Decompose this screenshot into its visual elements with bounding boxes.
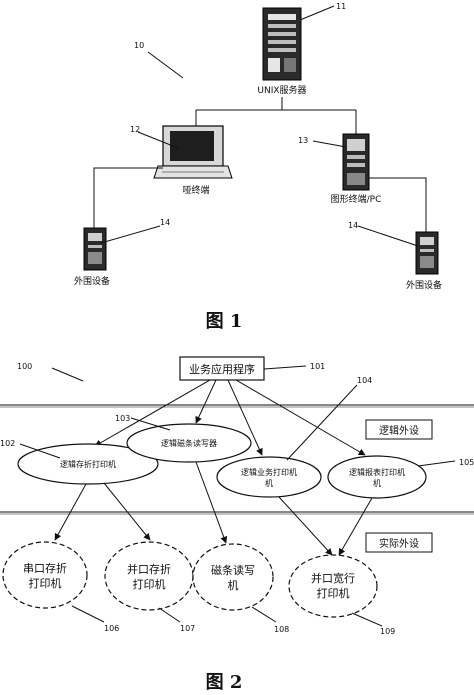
- ref-108-leader: [251, 606, 277, 623]
- business-app-leader: [263, 365, 307, 370]
- peripheral-left-leader: [100, 225, 161, 244]
- fig2-system-leader: [51, 367, 84, 382]
- magstripe-reader: [192, 543, 274, 611]
- ref-107-leader: [158, 607, 181, 623]
- ref-105: 105: [459, 458, 474, 467]
- arrow-logical-to-serial-passbook: [54, 483, 87, 541]
- server-ref: 11: [336, 2, 346, 11]
- pc-tower-icon: [342, 133, 370, 191]
- logical-band-label: 逻辑外设: [379, 424, 419, 437]
- server-icon: [262, 7, 302, 81]
- logical-passbook-printer-label: 逻辑存折打印机: [60, 459, 116, 469]
- pc-peripheral-line: [369, 177, 427, 232]
- server-leader: [299, 5, 335, 21]
- ref-109-leader: [351, 612, 383, 627]
- parallel-wide-printer-line1: 并口宽行: [311, 571, 355, 585]
- ref-104-leader: [286, 384, 358, 461]
- peripheral-right-ref: 14: [348, 221, 358, 230]
- logical-magstripe-reader-label: 逻辑磁条读写器: [161, 438, 217, 448]
- logical-report-printer-label-2: 机: [373, 478, 381, 488]
- pc-label: 图形终端/PC: [331, 193, 382, 205]
- peripheral-left-icon: [83, 227, 107, 271]
- ref-105-leader: [417, 460, 456, 467]
- peripheral-right-icon: [415, 231, 439, 275]
- logical-passbook-printer: [17, 443, 159, 485]
- business-app-label: 业务应用程序: [189, 362, 255, 376]
- pc-ref: 13: [298, 136, 308, 145]
- pc-leader: [312, 140, 347, 148]
- logical-business-printer-label: 逻辑业务打印机: [241, 467, 297, 477]
- physical-band-box: [365, 532, 433, 553]
- ref-108: 108: [274, 625, 289, 634]
- ref-109: 109: [380, 627, 395, 636]
- logical-report-printer-label: 逻辑报表打印机: [349, 467, 405, 477]
- parallel-wide-printer: [288, 554, 378, 618]
- arrow-business-to-wide-printer: [278, 496, 333, 556]
- peripheral-right-leader: [357, 225, 419, 247]
- parallel-passbook-printer-line1: 并口存折: [127, 562, 171, 576]
- magstripe-reader-line1: 磁条读写: [211, 563, 255, 577]
- ref-103: 103: [115, 414, 130, 423]
- ref-106: 106: [104, 624, 119, 633]
- fig1-system-ref: 10: [134, 41, 144, 50]
- logical-business-printer-label-2: 机: [265, 478, 273, 488]
- terminal-peripheral-line: [93, 167, 163, 228]
- logical-report-printer: [327, 455, 427, 499]
- logical-business-printer: [216, 456, 322, 498]
- ref-102: 102: [0, 439, 15, 448]
- ref-107: 107: [180, 624, 195, 633]
- terminal-ref: 12: [130, 125, 140, 134]
- arrow-app-to-logical-magstripe: [195, 379, 217, 424]
- ref-103-leader: [130, 417, 171, 431]
- magstripe-reader-line2: 机: [228, 578, 239, 592]
- dumb-terminal-icon: [153, 125, 233, 179]
- parallel-wide-printer-line2: 打印机: [317, 586, 350, 600]
- serial-passbook-printer-line2: 打印机: [29, 576, 62, 590]
- fig1-system-leader: [147, 51, 184, 79]
- business-app-ref: 101: [310, 362, 325, 371]
- serial-passbook-printer: [2, 541, 88, 609]
- ref-104: 104: [357, 376, 372, 385]
- logical-magstripe-reader: [126, 423, 252, 463]
- figure-1: 10 11 UNIX服务器 12 哑终端: [74, 2, 442, 332]
- peripheral-left-ref: 14: [160, 218, 170, 227]
- arrow-logical-to-magstripe: [195, 461, 228, 544]
- peripheral-left-label: 外围设备: [74, 275, 110, 287]
- arrow-logical-to-parallel-passbook: [103, 482, 151, 541]
- serial-passbook-printer-line1: 串口存折: [23, 561, 67, 575]
- logical-band-box: [365, 419, 433, 440]
- ref-102-leader: [19, 443, 61, 459]
- server-label: UNIX服务器: [257, 84, 306, 96]
- fig2-system-ref: 100: [17, 362, 32, 371]
- parallel-passbook-printer: [104, 541, 194, 611]
- arrow-app-to-logical-passbook: [94, 379, 211, 447]
- ref-106-leader: [71, 605, 105, 623]
- figure-1-title: 图 1: [206, 311, 243, 332]
- figure-2-title: 图 2: [206, 672, 243, 693]
- physical-band-label: 实际外设: [379, 537, 419, 550]
- figure-2: 100 业务应用程序 101 逻辑外设 实际外设 逻辑存折打印机 逻辑磁条读写器…: [0, 356, 474, 693]
- terminal-label: 哑终端: [182, 184, 209, 196]
- peripheral-right-label: 外围设备: [406, 279, 442, 291]
- arrow-app-to-logical-business: [227, 379, 263, 456]
- arrow-app-to-logical-report: [235, 379, 366, 456]
- terminal-leader: [137, 131, 179, 149]
- arrow-report-to-wide-printer: [338, 497, 373, 556]
- parallel-passbook-printer-line2: 打印机: [133, 577, 166, 591]
